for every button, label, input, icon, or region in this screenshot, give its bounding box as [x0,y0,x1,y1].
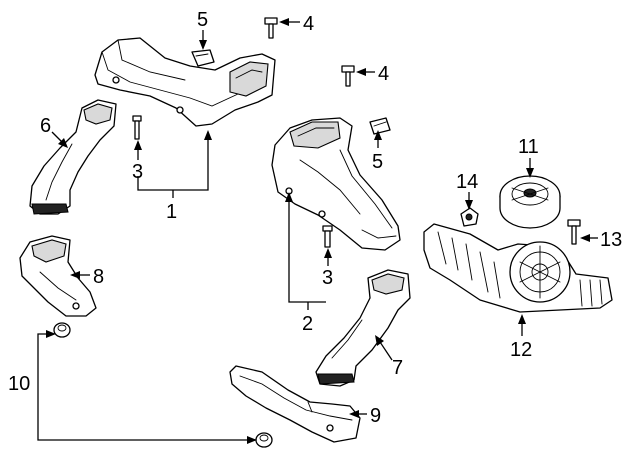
callout-5-center: 5 [372,151,383,173]
blower-housing [423,223,613,313]
bolt-3-center [322,225,333,248]
callout-8: 8 [93,266,104,288]
callout-1: 1 [166,201,177,223]
duct-left-small [19,235,97,317]
clip-5-center [369,117,391,135]
callout-11: 11 [518,136,539,158]
callout-12: 12 [510,339,532,361]
callout-labels: 1 2 3 3 4 4 5 5 6 7 8 9 10 11 12 13 14 [8,9,622,427]
duct-center [271,117,401,251]
callout-14: 14 [456,171,478,193]
bolt-13 [567,219,581,245]
grommet-10-lower [255,432,273,448]
callout-9: 9 [370,405,381,427]
callout-10: 10 [8,373,30,395]
callout-5-top: 5 [197,9,208,31]
callout-2: 2 [302,313,313,335]
bolt-4-top [264,17,278,39]
clip-5-top [191,49,215,67]
bolt-3-left [132,115,142,140]
callout-7: 7 [392,357,403,379]
callout-6: 6 [40,115,51,137]
callout-3-left: 3 [132,161,143,183]
leader-lines [37,18,598,444]
callout-13: 13 [600,229,622,251]
blower-motor [499,175,561,229]
callout-4-top: 4 [303,13,314,35]
grommet-10-upper [53,322,71,338]
duct-lower-long [229,365,361,443]
callout-4-center: 4 [378,63,389,85]
grommet-14 [460,207,479,227]
duct-left-elbow [29,99,117,215]
bolt-4-center [341,65,355,87]
duct-right-elbow [315,269,411,387]
callout-3-center: 3 [322,267,333,289]
duct-upper-left [94,37,276,127]
